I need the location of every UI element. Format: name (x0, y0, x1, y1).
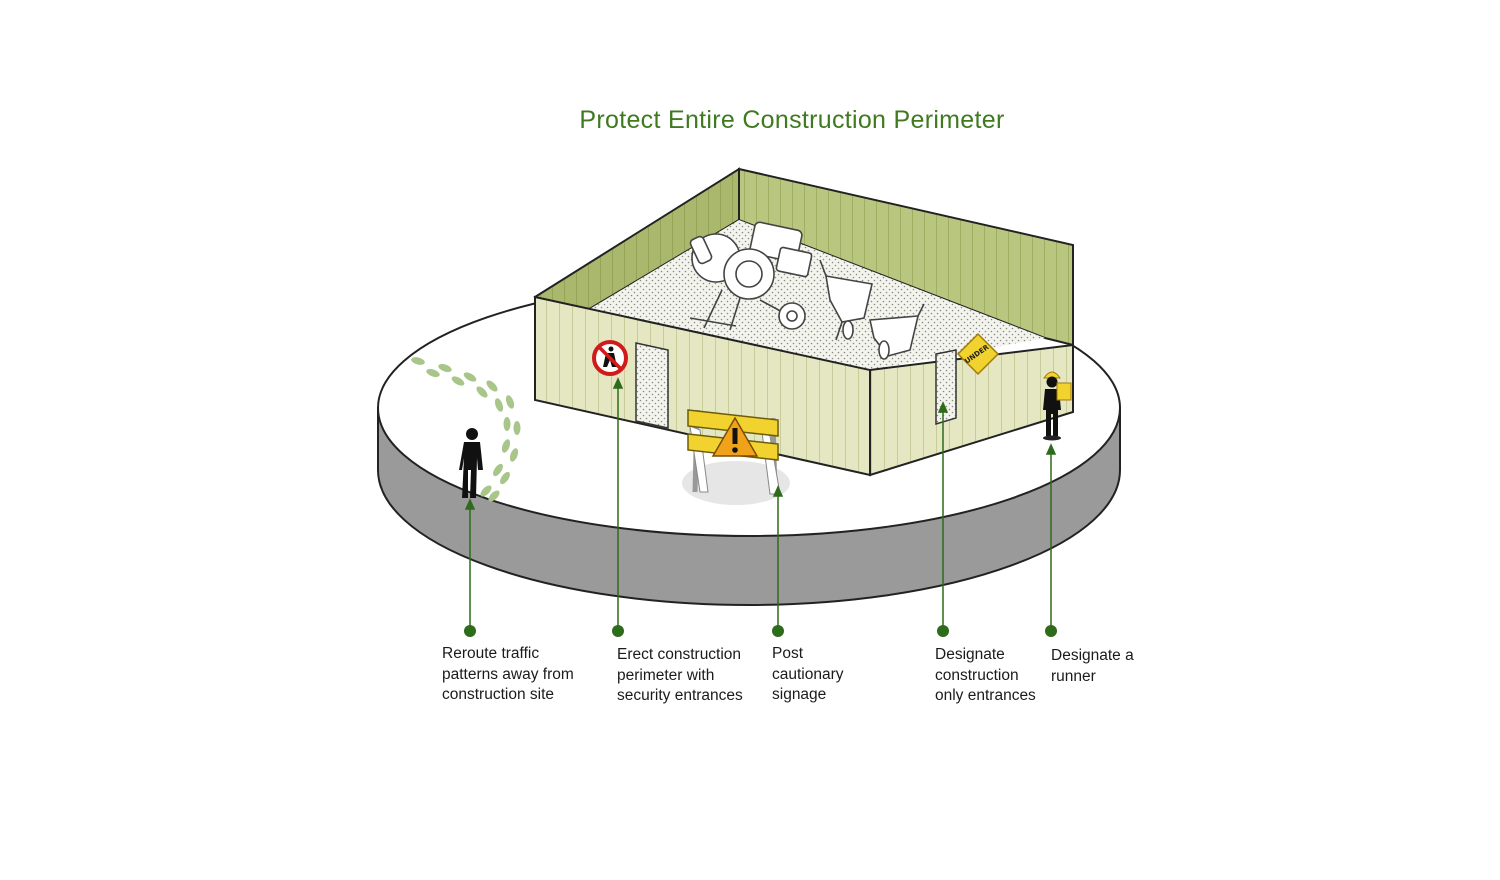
callout-label-entrances: Designate construction only entrances (935, 645, 1036, 707)
callout-line: Erect construction (617, 646, 742, 663)
construction-enclosure (533, 167, 1074, 477)
diagram-title: Protect Entire Construction Perimeter (579, 106, 1005, 134)
under-construction-sign-icon: UNDER (956, 332, 1000, 376)
wheelbarrow-icon (819, 259, 925, 360)
callout-line: construction (935, 666, 1019, 684)
warning-barricade-icon (682, 409, 790, 505)
callout-label-runner: Designate a runner (1051, 646, 1134, 687)
callout-line: Designate a (1051, 647, 1134, 664)
cement-mixer-icon (689, 221, 813, 331)
callout-line: runner (1051, 667, 1096, 685)
callout-line: signage (772, 686, 827, 703)
callout-leaders (464, 377, 1057, 637)
callout-leader-reroute (464, 498, 476, 637)
callout-line: Designate (935, 646, 1005, 663)
security-entrance-door (635, 342, 669, 429)
callout-label-signage: Post cautionary signage (772, 644, 844, 706)
footprints-trail-icon (411, 357, 521, 502)
callout-line: patterns away from (442, 665, 574, 683)
callout-leader-runner (1045, 443, 1057, 637)
callout-label-reroute: Reroute traffic patterns away from const… (442, 644, 574, 706)
callout-line: security entrances (617, 687, 743, 704)
construction-entrance-door (935, 349, 957, 426)
hard-hat-worker-icon (1043, 371, 1072, 441)
callout-line: cautionary (772, 665, 844, 683)
callout-line: Post (772, 645, 804, 662)
no-pedestrian-sign-icon (592, 340, 628, 376)
callout-label-perimeter: Erect construction perimeter with securi… (617, 645, 743, 707)
callout-line: Reroute traffic (442, 645, 540, 662)
callout-line: perimeter with (617, 666, 715, 684)
inner-wall-back-right (738, 167, 1074, 347)
callout-leader-entrances (937, 401, 949, 637)
callout-leader-perimeter (612, 377, 624, 637)
pedestrian-silhouette-icon (459, 428, 483, 498)
wall-front-right (869, 343, 1074, 477)
callout-leader-signage (772, 485, 784, 637)
callout-line: construction site (442, 686, 554, 703)
callout-line: only entrances (935, 687, 1036, 704)
